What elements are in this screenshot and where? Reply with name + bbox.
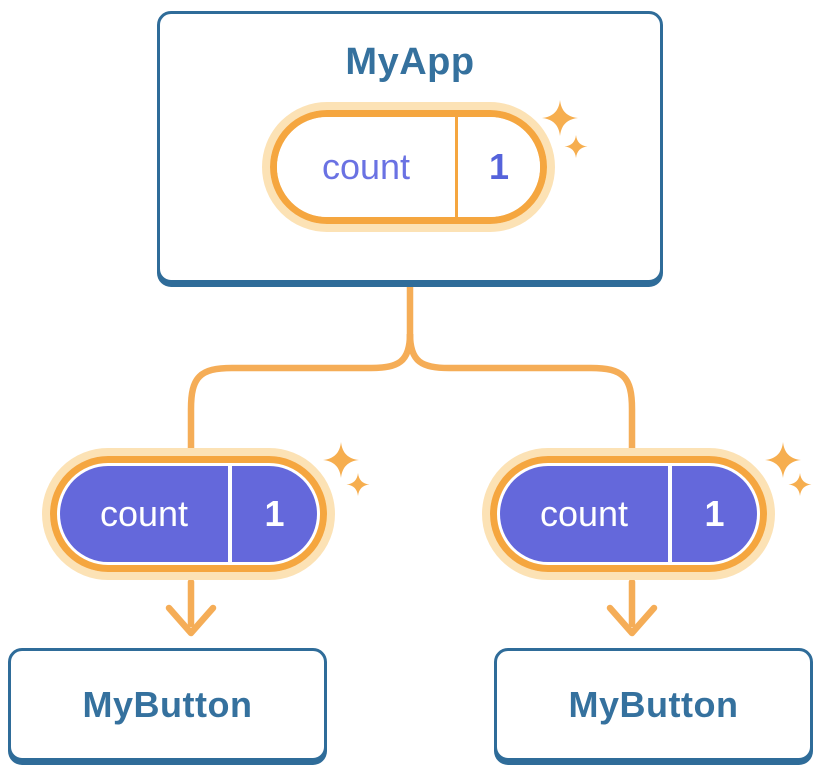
component-label: MyButton <box>568 683 739 725</box>
arrow-down-right-icon <box>606 578 658 637</box>
state-value: 1 <box>488 146 510 187</box>
state-pill-ring: count 1 <box>490 456 767 572</box>
pill-divider <box>668 466 672 562</box>
state-pill-ring: count 1 <box>270 110 547 224</box>
sparkle-icon <box>765 442 812 496</box>
pill-divider <box>228 466 232 562</box>
component-card-mybutton-right: MyButton <box>494 648 813 761</box>
connector-branch-left <box>187 333 414 450</box>
connector-branch-right <box>406 333 636 450</box>
state-name: count <box>321 146 411 187</box>
state-pill-left-child: count 1 <box>42 448 335 580</box>
state-pill-root: count 1 <box>262 102 555 232</box>
component-card-mybutton-left: MyButton <box>8 648 327 761</box>
component-label: MyApp <box>345 41 475 83</box>
state-name: count <box>99 493 189 534</box>
state-value: 1 <box>264 493 285 534</box>
component-label: MyButton <box>82 683 253 725</box>
state-pill-ring: count 1 <box>50 456 327 572</box>
state-pill-right-child: count 1 <box>482 448 775 580</box>
state-name: count <box>539 493 629 534</box>
state-value: 1 <box>704 493 725 534</box>
arrow-down-left-icon <box>165 578 217 637</box>
pill-divider <box>455 117 458 217</box>
